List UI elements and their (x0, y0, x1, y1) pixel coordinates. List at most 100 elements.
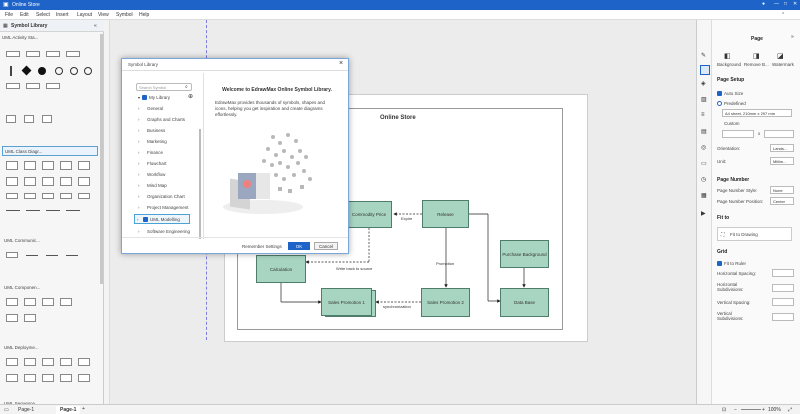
tree-marketing[interactable]: Marketing (147, 139, 167, 144)
collapse-icon[interactable]: ⌃ (781, 12, 786, 18)
history-icon[interactable]: ◷ (701, 177, 707, 183)
tree-scrollbar[interactable] (199, 129, 201, 239)
fit-page-icon[interactable]: ⊡ (722, 407, 727, 413)
symbol[interactable] (6, 314, 18, 322)
symbol[interactable] (78, 358, 90, 366)
symbol[interactable] (38, 67, 46, 75)
tree-chevron-right-icon[interactable]: › (137, 217, 139, 222)
menu-view[interactable]: View (98, 12, 109, 18)
horizontal-subdivisions-input[interactable] (772, 284, 794, 292)
symbol[interactable] (84, 67, 92, 75)
format-icon[interactable]: ✎ (701, 53, 707, 59)
tree-flowchart[interactable]: Flowchart (147, 161, 167, 166)
fit-to-drawing-button[interactable]: ⛶ Fit to Drawing (717, 227, 792, 241)
symbol[interactable] (24, 358, 36, 366)
tree-uml-modelling-row[interactable]: › UML Modelling (134, 214, 190, 224)
search-icon[interactable]: ⌕ (185, 84, 188, 90)
predefined-radio[interactable] (717, 101, 722, 106)
tree-project-management[interactable]: Project Management (147, 205, 189, 210)
symbol[interactable] (42, 115, 52, 123)
menu-layout[interactable]: Layout (77, 12, 93, 18)
symbol[interactable] (6, 51, 20, 57)
symbol[interactable] (24, 314, 36, 322)
horizontal-spacing-input[interactable] (772, 269, 794, 277)
tree-chevron-down-icon[interactable]: ▾ (138, 95, 141, 100)
dialog-close-icon[interactable]: × (339, 60, 344, 67)
symbol[interactable] (24, 177, 36, 186)
symbol[interactable] (24, 193, 36, 199)
symbol[interactable] (46, 83, 60, 89)
menu-symbol[interactable]: Symbol (116, 12, 133, 18)
symbol[interactable] (42, 193, 54, 199)
symbol[interactable] (60, 193, 72, 199)
paper-size-select[interactable]: A4 sheet, 210mm x 297 mm (722, 109, 792, 117)
tree-mind-map[interactable]: Mind Map (147, 183, 167, 188)
watermark-button[interactable]: Watermark (772, 62, 794, 67)
tree-chevron-right-icon[interactable]: › (138, 172, 140, 177)
category-uml-deployment[interactable]: UML Deployme... (2, 343, 98, 353)
symbol[interactable] (66, 210, 80, 211)
fullscreen-icon[interactable]: ⤢ (788, 407, 793, 413)
custom-height-input[interactable] (764, 130, 794, 138)
symbol[interactable] (46, 255, 58, 256)
data-icon[interactable]: ▤ (701, 129, 707, 135)
page-number-style-select[interactable]: None (770, 186, 794, 194)
symbol[interactable] (66, 51, 80, 57)
table-icon[interactable]: ▦ (701, 193, 707, 199)
symbol[interactable] (6, 161, 18, 170)
ok-button[interactable]: OK (288, 242, 310, 250)
page-tab-active[interactable]: Page-1 (56, 406, 81, 414)
zoom-in-icon[interactable]: + (762, 407, 765, 413)
symbol[interactable] (10, 66, 12, 76)
menu-edit[interactable]: Edit (20, 12, 29, 18)
remember-settings[interactable]: Remember Settings (242, 244, 282, 249)
my-library-checkbox[interactable] (142, 95, 147, 100)
category-uml-activity[interactable]: UML Activity Sta... (2, 35, 98, 45)
zoom-slider[interactable] (741, 409, 761, 410)
tree-chevron-right-icon[interactable]: › (138, 161, 140, 166)
watermark-icon[interactable]: ◪ (777, 53, 784, 60)
node-sales-promotion-2[interactable]: Sales Promotion 2 (421, 288, 470, 317)
unit-select[interactable]: Millim... (770, 157, 794, 165)
symbol[interactable] (26, 83, 40, 89)
vertical-subdivisions-input[interactable] (772, 313, 794, 321)
symbol[interactable] (26, 255, 38, 256)
symbol[interactable] (6, 83, 20, 89)
auto-size-checkbox[interactable] (717, 91, 722, 96)
uml-modelling-checkbox[interactable] (143, 217, 148, 222)
symbol[interactable] (46, 210, 60, 211)
symbol[interactable] (6, 177, 18, 186)
symbol[interactable] (24, 161, 36, 170)
node-data-base[interactable]: Data Base (500, 288, 549, 317)
tree-my-library[interactable]: My Library (149, 95, 171, 100)
remove-background-icon[interactable]: ◨ (753, 53, 760, 60)
category-uml-communication[interactable]: UML Communic... (2, 236, 98, 246)
symbol[interactable] (60, 177, 72, 186)
maximize-icon[interactable]: □ (784, 1, 788, 7)
category-uml-component[interactable]: UML Componen... (2, 283, 98, 293)
tree-software-engineering[interactable]: Software Engineering (147, 229, 191, 234)
library-scrollbar[interactable] (100, 34, 103, 284)
symbol[interactable] (6, 358, 18, 366)
collapse-library-icon[interactable]: « (94, 23, 97, 29)
add-library-icon[interactable]: ⊕ (188, 94, 194, 100)
comment-icon[interactable]: ▭ (701, 161, 707, 167)
tree-business[interactable]: Business (147, 128, 166, 133)
layers-icon[interactable]: ≡ (701, 112, 705, 118)
node-commodity-price[interactable]: Commodity Price (346, 201, 392, 228)
symbol[interactable] (66, 255, 78, 256)
page-settings-icon[interactable] (700, 65, 710, 75)
symbol[interactable] (42, 298, 54, 306)
minimize-icon[interactable]: — (774, 1, 779, 7)
menu-help[interactable]: Help (139, 12, 150, 18)
custom-width-input[interactable] (722, 130, 754, 138)
image-icon[interactable]: ▨ (701, 97, 707, 103)
category-uml-sequence[interactable]: UML Sequence (2, 400, 98, 410)
symbol[interactable] (42, 161, 54, 170)
menu-insert[interactable]: Insert (56, 12, 69, 18)
fit-to-ruler-checkbox[interactable] (717, 261, 722, 266)
symbol[interactable] (46, 51, 60, 57)
node-release[interactable]: Release (422, 200, 469, 228)
symbol[interactable] (78, 193, 90, 199)
symbol[interactable] (6, 374, 18, 382)
